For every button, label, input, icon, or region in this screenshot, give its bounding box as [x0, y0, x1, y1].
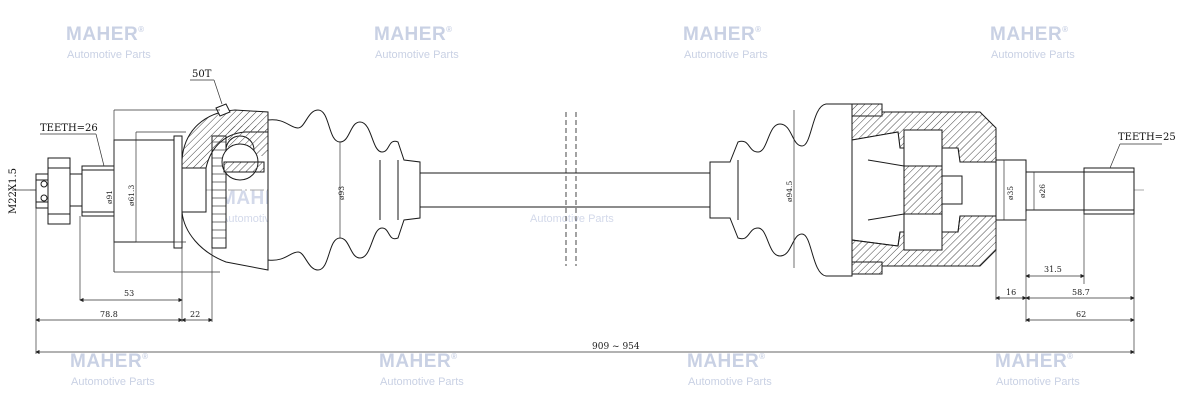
registered-mark: ® — [1062, 25, 1068, 34]
dim-62: 62 — [1076, 310, 1086, 319]
dim-total-length: 909 ~ 954 — [592, 342, 640, 352]
dim-53: 53 — [124, 289, 134, 298]
dia-outer-stub: ø91 — [105, 190, 114, 204]
registered-mark: ® — [142, 352, 148, 361]
watermark-subtitle: Automotive Parts — [380, 376, 464, 388]
watermark-top-2: MAHER® Automotive Parts — [374, 24, 459, 61]
watermark-brand: MAHER® — [374, 24, 453, 45]
dia-inner-stub: ø26 — [1038, 184, 1047, 198]
dim-31-5: 31.5 — [1044, 265, 1062, 274]
hub-nut — [35, 157, 71, 225]
tone-ring-label: 50T — [192, 69, 212, 80]
watermark-subtitle: Automotive Parts — [991, 49, 1075, 61]
dia-outer-inner: ø61.3 — [127, 185, 136, 206]
dia-outer-boot: ø93 — [337, 186, 346, 200]
watermark-subtitle: Automotive Parts — [375, 49, 459, 61]
watermark-subtitle: Automotive Parts — [67, 49, 151, 61]
dim-16: 16 — [1006, 288, 1016, 297]
registered-mark: ® — [1067, 352, 1073, 361]
watermark-bottom-2: MAHER® Automotive Parts — [379, 351, 464, 388]
watermark-brand: MAHER® — [687, 351, 766, 372]
watermark-brand: MAHER® — [66, 24, 145, 45]
watermark-subtitle: Automotive Parts — [71, 376, 155, 388]
watermark-subtitle: Automotive Parts — [996, 376, 1080, 388]
teeth-left-label: TEETH=26 — [40, 123, 98, 134]
outer-spline — [81, 165, 115, 217]
threaded-stub — [69, 173, 83, 207]
inner-tripod-joint — [851, 103, 997, 275]
watermark-brand: MAHER® — [70, 351, 149, 372]
inner-stub-shaft — [995, 159, 1135, 221]
watermark-subtitle: Automotive Parts — [684, 49, 768, 61]
watermark-brand: MAHER® — [995, 351, 1074, 372]
inner-spline — [1083, 167, 1135, 215]
watermark-top-4: MAHER® Automotive Parts — [990, 24, 1075, 61]
watermark-subtitle: Automotive Parts — [530, 213, 614, 225]
watermark-subtitle: Automotive Parts — [688, 376, 772, 388]
registered-mark: ® — [759, 352, 765, 361]
watermark-top-1: MAHER® Automotive Parts — [66, 24, 151, 61]
watermark-brand: MAHER® — [683, 24, 762, 45]
dim-22: 22 — [190, 310, 200, 319]
intermediate-shaft — [419, 112, 711, 266]
dimension-lines — [12, 79, 1162, 355]
thread-label: M22X1.5 — [8, 168, 19, 214]
watermark-brand: MAHER® — [379, 351, 458, 372]
registered-mark: ® — [138, 25, 144, 34]
teeth-right-label: TEETH=25 — [1118, 132, 1176, 143]
dim-78-8: 78.8 — [100, 310, 118, 319]
dia-inner-boot: ø94.5 — [785, 181, 794, 202]
inner-boot — [709, 103, 853, 277]
registered-mark: ® — [755, 25, 761, 34]
dia-inner-neck: ø35 — [1006, 186, 1015, 200]
watermark-brand: MAHER® — [990, 24, 1069, 45]
tripod-roller — [903, 129, 943, 167]
watermark-bottom-3: MAHER® Automotive Parts — [687, 351, 772, 388]
outer-cv-joint — [35, 103, 269, 271]
registered-mark: ® — [451, 352, 457, 361]
dim-58-7: 58.7 — [1072, 288, 1090, 297]
registered-mark: ® — [446, 25, 452, 34]
outer-boot — [267, 109, 421, 271]
watermark-bottom-1: MAHER® Automotive Parts — [70, 351, 155, 388]
watermark-bottom-4: MAHER® Automotive Parts — [995, 351, 1080, 388]
watermark-top-3: MAHER® Automotive Parts — [683, 24, 768, 61]
